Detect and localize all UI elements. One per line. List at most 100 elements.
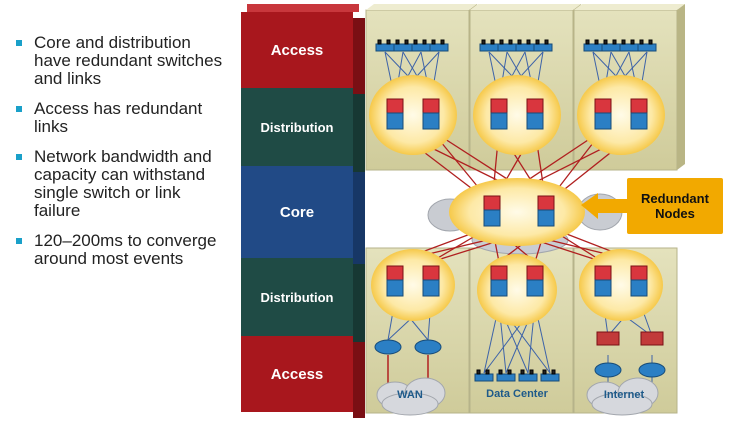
multilayer-switch-icon xyxy=(630,112,648,130)
redundancy-glow xyxy=(371,249,455,321)
multilayer-switch-icon xyxy=(490,98,508,114)
bullet-item: Access has redundant links xyxy=(10,100,225,136)
multilayer-switch-icon xyxy=(422,279,440,297)
access-switch-icon xyxy=(518,373,538,382)
server-icon xyxy=(481,39,486,45)
server-icon xyxy=(544,39,549,45)
multilayer-switch-icon xyxy=(490,265,508,281)
bullet-item: 120–200ms to converge around most events xyxy=(10,232,225,268)
multilayer-switch-icon xyxy=(490,112,508,130)
server-icon xyxy=(603,39,608,45)
server-icon xyxy=(422,39,427,45)
bullet-item: Core and distribution have redundant swi… xyxy=(10,34,225,88)
server-icon xyxy=(639,39,644,45)
server-icon xyxy=(630,39,635,45)
server-icon xyxy=(517,39,522,45)
callout-arrow xyxy=(581,193,627,219)
access-switch-icon xyxy=(474,373,494,382)
server-icon xyxy=(594,39,599,45)
access-switch-icon xyxy=(619,43,639,52)
multilayer-switch-icon xyxy=(386,112,404,130)
server-icon xyxy=(485,369,490,375)
multilayer-switch-icon xyxy=(422,265,440,281)
router-icon xyxy=(374,339,402,355)
server-icon xyxy=(612,39,617,45)
layer-distribution-bottom: Distribution xyxy=(241,258,365,342)
wan-cloud xyxy=(376,377,446,416)
server-icon xyxy=(499,39,504,45)
server-icon xyxy=(621,39,626,45)
multilayer-switch-icon xyxy=(594,98,612,114)
access-switch-icon xyxy=(533,43,553,52)
redundancy-glow xyxy=(473,75,561,155)
access-switch-icon xyxy=(429,43,449,52)
multilayer-switch-icon xyxy=(537,195,555,211)
multilayer-switch-icon xyxy=(594,112,612,130)
data-center-label: Data Center xyxy=(486,388,548,400)
access-switch-icon xyxy=(375,43,395,52)
server-icon xyxy=(529,369,534,375)
server-icon xyxy=(404,39,409,45)
multilayer-switch-icon xyxy=(526,279,544,297)
redundancy-glow xyxy=(369,75,457,155)
multilayer-switch-icon xyxy=(526,98,544,114)
multilayer-switch-icon xyxy=(386,279,404,297)
layer-access-top: Access xyxy=(241,4,365,94)
bullet-icon xyxy=(16,106,22,112)
multilayer-switch-icon xyxy=(526,265,544,281)
multilayer-switch-icon xyxy=(422,112,440,130)
server-icon xyxy=(413,39,418,45)
server-icon xyxy=(498,369,503,375)
access-switch-icon xyxy=(393,43,413,52)
access-switch-icon xyxy=(515,43,535,52)
server-icon xyxy=(551,369,556,375)
access-switch-icon xyxy=(540,373,560,382)
bullet-icon xyxy=(16,238,22,244)
layer-access-bottom: Access xyxy=(241,336,365,418)
server-icon xyxy=(542,369,547,375)
firewall-icon xyxy=(640,331,664,346)
access-switch-icon xyxy=(583,43,603,52)
router-icon xyxy=(414,339,442,355)
server-icon xyxy=(507,369,512,375)
bullet-icon xyxy=(16,154,22,160)
multilayer-switch-icon xyxy=(386,98,404,114)
access-switch-icon xyxy=(411,43,431,52)
internet-cloud xyxy=(586,377,659,416)
access-switch-icon xyxy=(637,43,657,52)
redundancy-glow xyxy=(477,254,557,326)
multilayer-switch-icon xyxy=(490,279,508,297)
access-switch-icon xyxy=(496,373,516,382)
server-icon xyxy=(386,39,391,45)
server-icon xyxy=(377,39,382,45)
multilayer-switch-icon xyxy=(483,209,501,227)
wan-label: WAN xyxy=(397,389,423,401)
server-icon xyxy=(526,39,531,45)
server-icon xyxy=(648,39,653,45)
multilayer-switch-icon xyxy=(630,98,648,114)
firewall-icon xyxy=(596,331,620,346)
multilayer-switch-icon xyxy=(386,265,404,281)
server-icon xyxy=(535,39,540,45)
server-icon xyxy=(476,369,481,375)
server-icon xyxy=(431,39,436,45)
server-icon xyxy=(520,369,525,375)
bullet-item: Network bandwidth and capacity can withs… xyxy=(10,148,225,220)
access-switch-icon xyxy=(479,43,499,52)
redundant-nodes-callout: Redundant Nodes xyxy=(627,178,723,234)
devices xyxy=(374,39,666,382)
layer-distribution-top: Distribution xyxy=(241,88,365,172)
server-icon xyxy=(395,39,400,45)
server-icon xyxy=(440,39,445,45)
server-icon xyxy=(585,39,590,45)
router-icon xyxy=(638,362,666,378)
multilayer-switch-icon xyxy=(630,279,648,297)
access-switch-icon xyxy=(601,43,621,52)
server-icon xyxy=(508,39,513,45)
redundancy-glow xyxy=(577,75,665,155)
multilayer-switch-icon xyxy=(526,112,544,130)
multilayer-switch-icon xyxy=(594,279,612,297)
multilayer-switch-icon xyxy=(422,98,440,114)
server-icon xyxy=(490,39,495,45)
